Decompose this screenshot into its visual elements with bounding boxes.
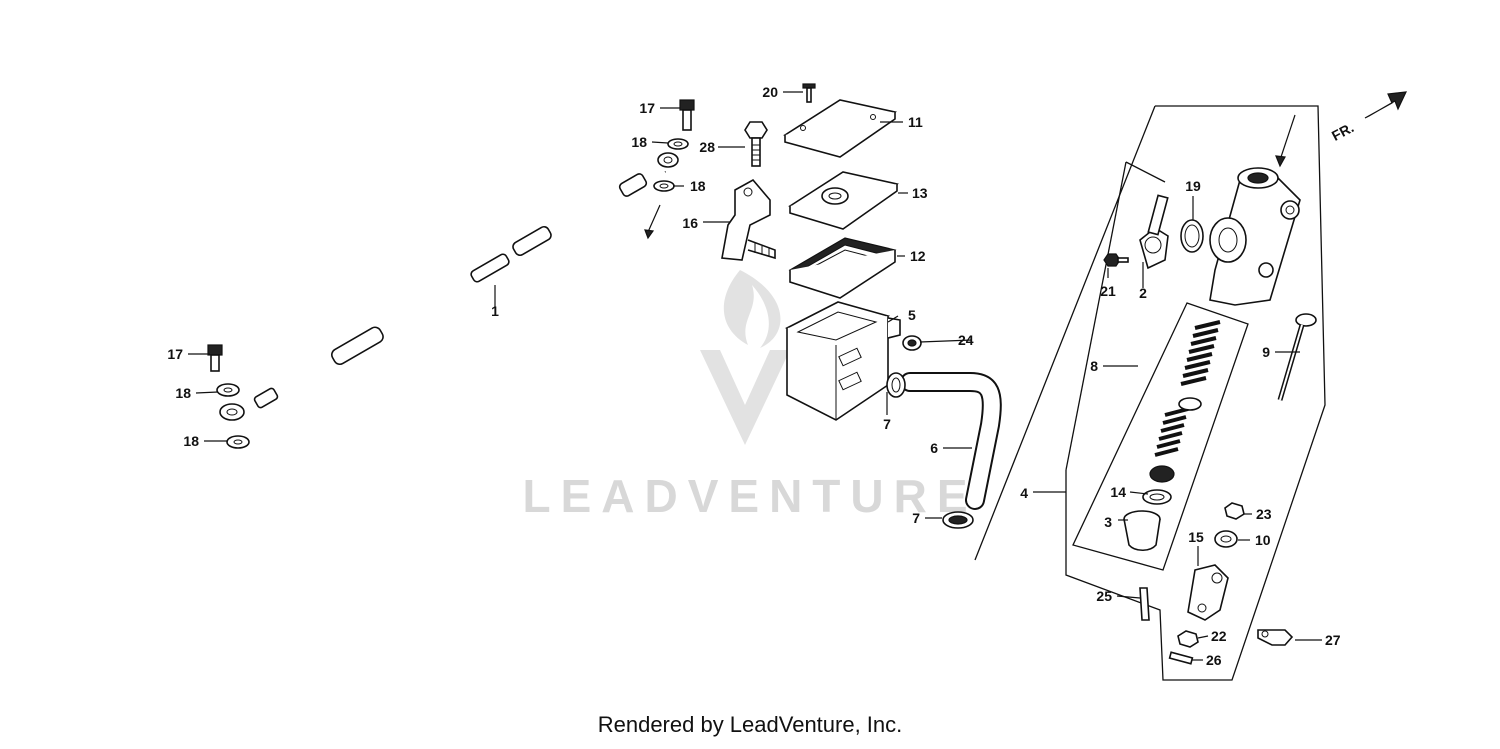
boot[interactable] <box>1123 510 1161 552</box>
callout-3: 3 <box>1104 514 1112 530</box>
reservoir-tank[interactable] <box>784 301 901 421</box>
reservoir-diaphragm[interactable] <box>788 237 897 299</box>
callout-16: 16 <box>682 215 698 231</box>
callout-18-a: 18 <box>175 385 191 401</box>
assembly-arrow-icon <box>647 204 661 233</box>
banjo-bolt-lower[interactable] <box>207 344 223 372</box>
banjo-bolt-upper[interactable] <box>679 99 695 131</box>
callout-25: 25 <box>1096 588 1112 604</box>
hose-clip-upper[interactable] <box>886 372 906 398</box>
push-rod-joint[interactable] <box>1187 564 1229 621</box>
watermark: LEADVENTURE <box>522 270 977 522</box>
reservoir-fitting-nut[interactable] <box>902 335 922 351</box>
callout-7-lower: 7 <box>912 510 920 526</box>
callouts: 1 2 3 4 5 6 7 7 8 9 10 11 12 13 14 15 16… <box>167 84 1340 668</box>
callout-1: 1 <box>491 303 499 319</box>
callout-13: 13 <box>912 185 928 201</box>
callout-23: 23 <box>1256 506 1272 522</box>
callout-7-upper: 7 <box>883 416 891 432</box>
reservoir-hose[interactable] <box>900 372 1002 510</box>
sealing-washer-lower-b[interactable] <box>226 435 250 449</box>
callout-24: 24 <box>958 332 974 348</box>
circlip[interactable] <box>1142 489 1172 505</box>
callout-6: 6 <box>930 440 938 456</box>
callout-18-c: 18 <box>631 134 647 150</box>
hose-joint[interactable] <box>1139 194 1169 270</box>
callout-12: 12 <box>910 248 926 264</box>
callout-2: 2 <box>1139 285 1147 301</box>
sealing-washer-upper-a[interactable] <box>667 138 689 150</box>
cotter-pin-small[interactable] <box>1168 651 1194 665</box>
callout-19: 19 <box>1185 178 1201 194</box>
lock-nut[interactable] <box>1224 502 1245 520</box>
brake-hose[interactable] <box>219 152 679 421</box>
watermark-logo-icon <box>723 270 781 348</box>
callout-18-d: 18 <box>690 178 706 194</box>
watermark-v-icon <box>700 350 790 445</box>
callout-18-b: 18 <box>183 433 199 449</box>
callout-15: 15 <box>1188 529 1204 545</box>
callout-17-lower: 17 <box>167 346 183 362</box>
assembly-arrow-2-icon <box>1275 155 1286 168</box>
callout-22: 22 <box>1211 628 1227 644</box>
hose-clip-lower[interactable] <box>942 511 974 529</box>
footer-credit: Rendered by LeadVenture, Inc. <box>597 712 903 737</box>
watermark-text: LEADVENTURE <box>522 470 977 522</box>
callout-11: 11 <box>908 114 923 130</box>
reservoir-bracket[interactable] <box>721 178 776 261</box>
o-ring[interactable] <box>1180 219 1204 253</box>
joint-nut[interactable] <box>1214 530 1238 548</box>
assembly-outline <box>974 105 1326 681</box>
reservoir-plate[interactable] <box>788 171 899 230</box>
callout-14: 14 <box>1110 484 1126 500</box>
front-direction-label: FR. <box>1329 119 1356 144</box>
front-direction-indicator: FR. <box>1329 91 1407 144</box>
joint-pin[interactable] <box>1257 629 1294 646</box>
spring[interactable] <box>1149 320 1221 483</box>
callout-20: 20 <box>762 84 778 100</box>
front-arrow-icon <box>1364 91 1407 119</box>
callout-9: 9 <box>1262 344 1270 360</box>
flange-bolt[interactable] <box>744 121 768 167</box>
reservoir-screw[interactable] <box>802 83 816 103</box>
callout-5: 5 <box>908 307 916 323</box>
callout-17-upper: 17 <box>639 100 655 116</box>
callout-28: 28 <box>699 139 715 155</box>
sub-assembly-outline <box>1072 302 1249 571</box>
joint-screw[interactable] <box>1103 253 1129 267</box>
push-rod-bolt[interactable] <box>1277 313 1317 401</box>
callout-27: 27 <box>1325 632 1341 648</box>
sealing-washer-lower-a[interactable] <box>216 383 240 397</box>
callout-4: 4 <box>1020 485 1028 501</box>
callout-21: 21 <box>1100 283 1116 299</box>
cotter-pin[interactable] <box>1139 587 1150 621</box>
callout-leaders <box>188 91 1322 661</box>
master-cylinder-body[interactable] <box>1209 167 1301 306</box>
callout-10: 10 <box>1255 532 1271 548</box>
callout-26: 26 <box>1206 652 1222 668</box>
callout-8: 8 <box>1090 358 1098 374</box>
reservoir-cap[interactable] <box>783 99 897 158</box>
sealing-washer-upper-b[interactable] <box>653 180 675 192</box>
joint-lock-nut[interactable] <box>1177 630 1199 648</box>
